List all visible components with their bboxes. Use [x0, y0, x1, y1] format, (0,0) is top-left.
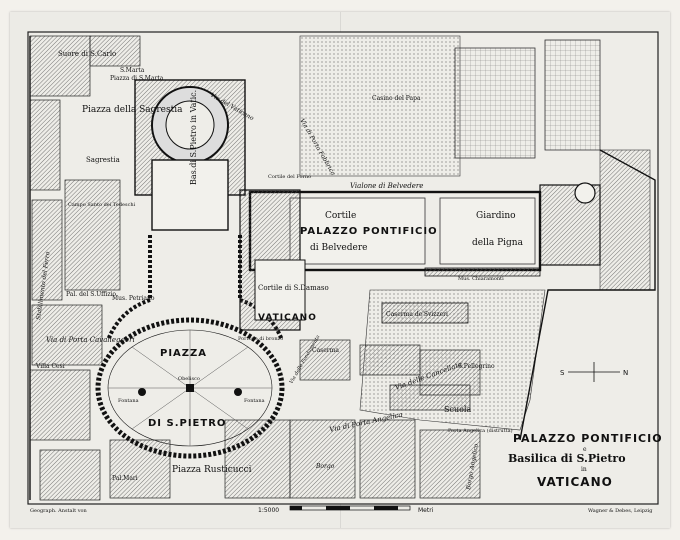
- label-caserma: Caserma: [312, 347, 339, 354]
- city-wall: [29, 36, 656, 500]
- label-svizzeri: Caserma de'Svizzeri: [386, 311, 448, 318]
- label-s-pellegrino: S.Pellegrino: [458, 363, 495, 370]
- label-cortile-damaso: Cortile di S.Damaso: [258, 284, 329, 292]
- label-palazzo: PALAZZO PONTIFICIO: [300, 226, 438, 237]
- garden-grid: [544, 39, 601, 151]
- label-petriano: Mus. Petriano: [112, 295, 155, 302]
- credit-left: Geograph. Anstalt von: [30, 508, 88, 514]
- apostolic-palace: [239, 189, 306, 331]
- label-sagrestia: Sagrestia: [86, 156, 120, 164]
- compass-north: N: [623, 369, 628, 377]
- label-piazza-rusticucci: Piazza Rusticucci: [172, 465, 252, 475]
- label-villa-cesi: Villa Cesi: [35, 363, 65, 370]
- label-belvedere: di Belvedere: [310, 243, 367, 253]
- piazza-rays: [108, 330, 272, 446]
- west-buildings: [29, 35, 481, 501]
- label-di-s-pietro: DI S.PIETRO: [148, 418, 226, 429]
- basilica: [134, 79, 246, 231]
- label-s-carlo: Suore di S.Carlo: [58, 50, 116, 58]
- obelisk: [186, 384, 194, 392]
- label-pal-mari: Pal.Mari: [112, 475, 138, 482]
- label-sagrestia-piazza: Piazza della Sagrestia: [82, 105, 183, 115]
- compass-south: S: [560, 369, 565, 377]
- credit-right: Wagner & Debes, Leipzig: [588, 508, 653, 514]
- label-cortile: Cortile: [325, 211, 356, 221]
- label-basilica: Bas.di S.Pietro in Vatic.: [189, 90, 198, 185]
- round-vestibule: [574, 182, 596, 204]
- label-fontana-right: Fontana: [244, 398, 265, 404]
- museum-block: [539, 184, 601, 266]
- label-giardino: Giardino: [476, 211, 516, 221]
- label-via-porta-cav: Via di Porta Cavalleggeri: [46, 336, 135, 344]
- label-teutonico: Campo Santo dei Tedeschi: [68, 202, 136, 208]
- label-scuola: Scuola: [444, 405, 471, 414]
- label-vaticano: VATICANO: [258, 313, 317, 323]
- title-in: in: [581, 466, 587, 473]
- scale-bar: 1:5000 Metri: [258, 505, 434, 514]
- fountain-right: [234, 388, 242, 396]
- label-casino-papa: Casino del Papa: [372, 95, 421, 102]
- chiaramonti-wing: [424, 267, 541, 277]
- scale-unit: Metri: [418, 507, 434, 514]
- pigna-court: [439, 197, 536, 265]
- title-line1: PALAZZO PONTIFICIO: [513, 432, 663, 445]
- label-fontana-left: Fontana: [118, 398, 139, 404]
- title-line3: VATICANO: [537, 475, 613, 489]
- label-chiaramonti: Mus. Chiaramonti: [458, 276, 504, 282]
- scale-ratio: 1:5000: [258, 507, 279, 514]
- garden-grid: [454, 47, 536, 159]
- title-line2: Basilica di S.Pietro: [508, 452, 626, 465]
- label-cortile-forno: Cortile del Forno: [268, 174, 311, 180]
- label-piazza: PIAZZA: [160, 348, 207, 359]
- label-porta-angelica: Porta Angelica (distrutta): [448, 427, 513, 434]
- label-s-marta: S.Marta: [120, 67, 145, 74]
- title-e: e: [583, 446, 587, 453]
- label-pigna: della Pigna: [472, 238, 524, 248]
- compass: S N: [560, 362, 628, 382]
- label-borgo: Borgo: [315, 463, 335, 470]
- label-s-marta-piazza: Piazza di S.Marta: [110, 75, 164, 82]
- fountain-left: [138, 388, 146, 396]
- garden-east: [599, 149, 651, 291]
- label-viale-belvedere: Vialone di Belvedere: [350, 182, 423, 190]
- label-portone-bronzo: Portone di bronzo: [238, 336, 283, 342]
- label-obelisco: Obelisco: [178, 376, 200, 382]
- svizzeri-barracks: [381, 302, 469, 324]
- label-s-uffizio: Pal. del S.Uffizio: [66, 291, 116, 298]
- title-block: PALAZZO PONTIFICIO e Basilica di S.Pietr…: [508, 432, 663, 489]
